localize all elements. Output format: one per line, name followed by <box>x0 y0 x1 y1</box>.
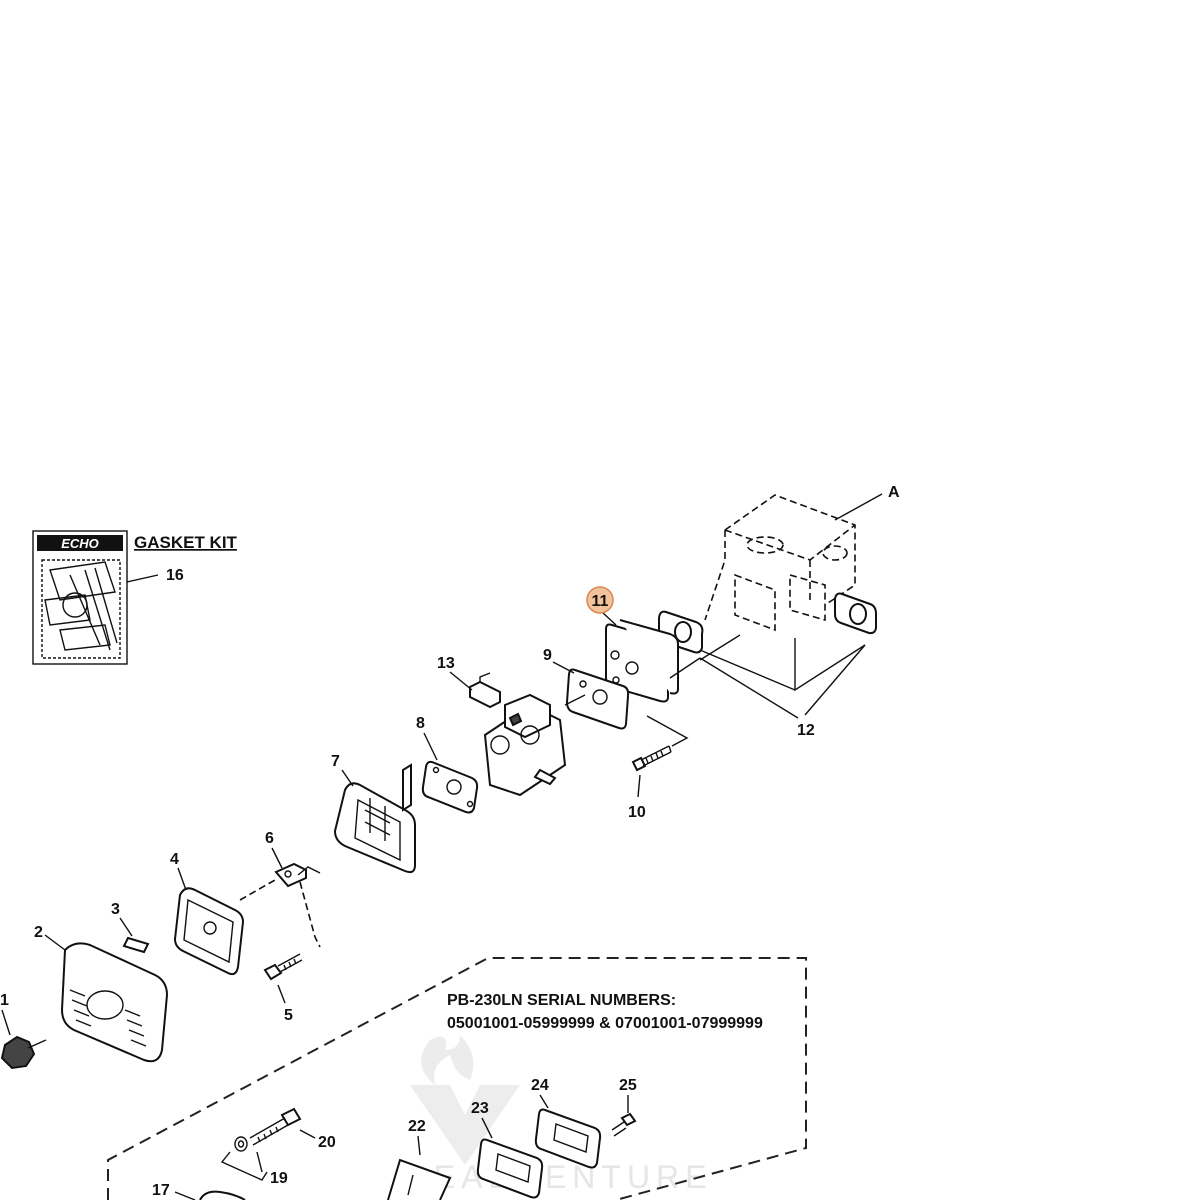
watermark-text: LEADVENTURE <box>410 1159 713 1195</box>
v-watermark-icon <box>410 1085 520 1165</box>
part-4-filter-element: 4 <box>170 851 245 976</box>
part-1-knob: 1 <box>0 992 47 1070</box>
part-23-gasket: 23 <box>471 1100 544 1199</box>
callout-9: 9 <box>543 647 552 664</box>
part-5-screw: 5 <box>263 953 303 1024</box>
callout-23: 23 <box>471 1100 489 1117</box>
part-22-shield: 22 <box>387 1118 452 1200</box>
leader-a <box>834 493 883 521</box>
callout-1: 1 <box>0 992 9 1009</box>
part-9-gasket: 9 <box>543 634 741 730</box>
gasket-kit-box: ECHO GASKET KIT 16 <box>32 530 238 665</box>
part-10-bolt: 10 <box>628 715 689 821</box>
leader-11 <box>601 611 617 626</box>
serial-number-inset: PB-230LN SERIAL NUMBERS: 05001001-059999… <box>107 957 807 1200</box>
serial-note-line1: PB-230LN SERIAL NUMBERS: <box>447 992 676 1009</box>
part-19-washer: 19 <box>220 1136 288 1187</box>
part-11-insulator: 11 <box>586 586 679 703</box>
callout-25: 25 <box>619 1077 637 1094</box>
callout-7: 7 <box>331 753 340 770</box>
echo-logo <box>37 535 123 551</box>
callout-a: A <box>888 484 900 501</box>
callout-17: 17 <box>152 1182 170 1199</box>
part-13-carburetor: 13 <box>437 655 567 797</box>
leader-16 <box>126 574 159 583</box>
callout-5: 5 <box>284 1007 293 1024</box>
callout-10: 10 <box>628 804 646 821</box>
part-17-muffler: 17 <box>152 1182 246 1200</box>
gasket-kit-label: GASKET KIT <box>134 533 238 552</box>
callout-3: 3 <box>111 901 120 918</box>
callout-12: 12 <box>797 722 815 739</box>
part-24-gasket: 24 <box>531 1077 602 1169</box>
callout-19: 19 <box>270 1170 288 1187</box>
flame-watermark-icon <box>421 1035 474 1085</box>
gasket-kit-illustration <box>41 559 121 659</box>
callout-4: 4 <box>170 851 179 868</box>
serial-note-line2: 05001001-05999999 & 07001001-07999999 <box>447 1015 763 1032</box>
callout-8: 8 <box>416 715 425 732</box>
part-2-air-cleaner-cover: 2 <box>34 924 169 1063</box>
callout-22: 22 <box>408 1118 426 1135</box>
part-7-air-cleaner-case: 7 <box>331 753 416 874</box>
part-a-engine-block: A <box>704 484 900 632</box>
part-6-bracket: 6 <box>239 830 321 948</box>
callout-20: 20 <box>318 1134 336 1151</box>
part-3-label: 3 <box>111 901 150 954</box>
part-20-bolt: 20 <box>249 1107 336 1151</box>
part-8-gasket: 8 <box>416 715 479 814</box>
callout-11[interactable]: 11 <box>592 593 609 610</box>
callout-13: 13 <box>437 655 455 672</box>
part-12-gaskets: 12 <box>657 592 877 739</box>
echo-logo-text: ECHO <box>61 536 99 551</box>
callout-6: 6 <box>265 830 274 847</box>
part-25-bolt: 25 <box>611 1077 637 1137</box>
callout-24: 24 <box>531 1077 549 1094</box>
highlight-badge-11[interactable] <box>586 586 614 614</box>
callout-16: 16 <box>166 567 184 584</box>
callout-2: 2 <box>34 924 43 941</box>
